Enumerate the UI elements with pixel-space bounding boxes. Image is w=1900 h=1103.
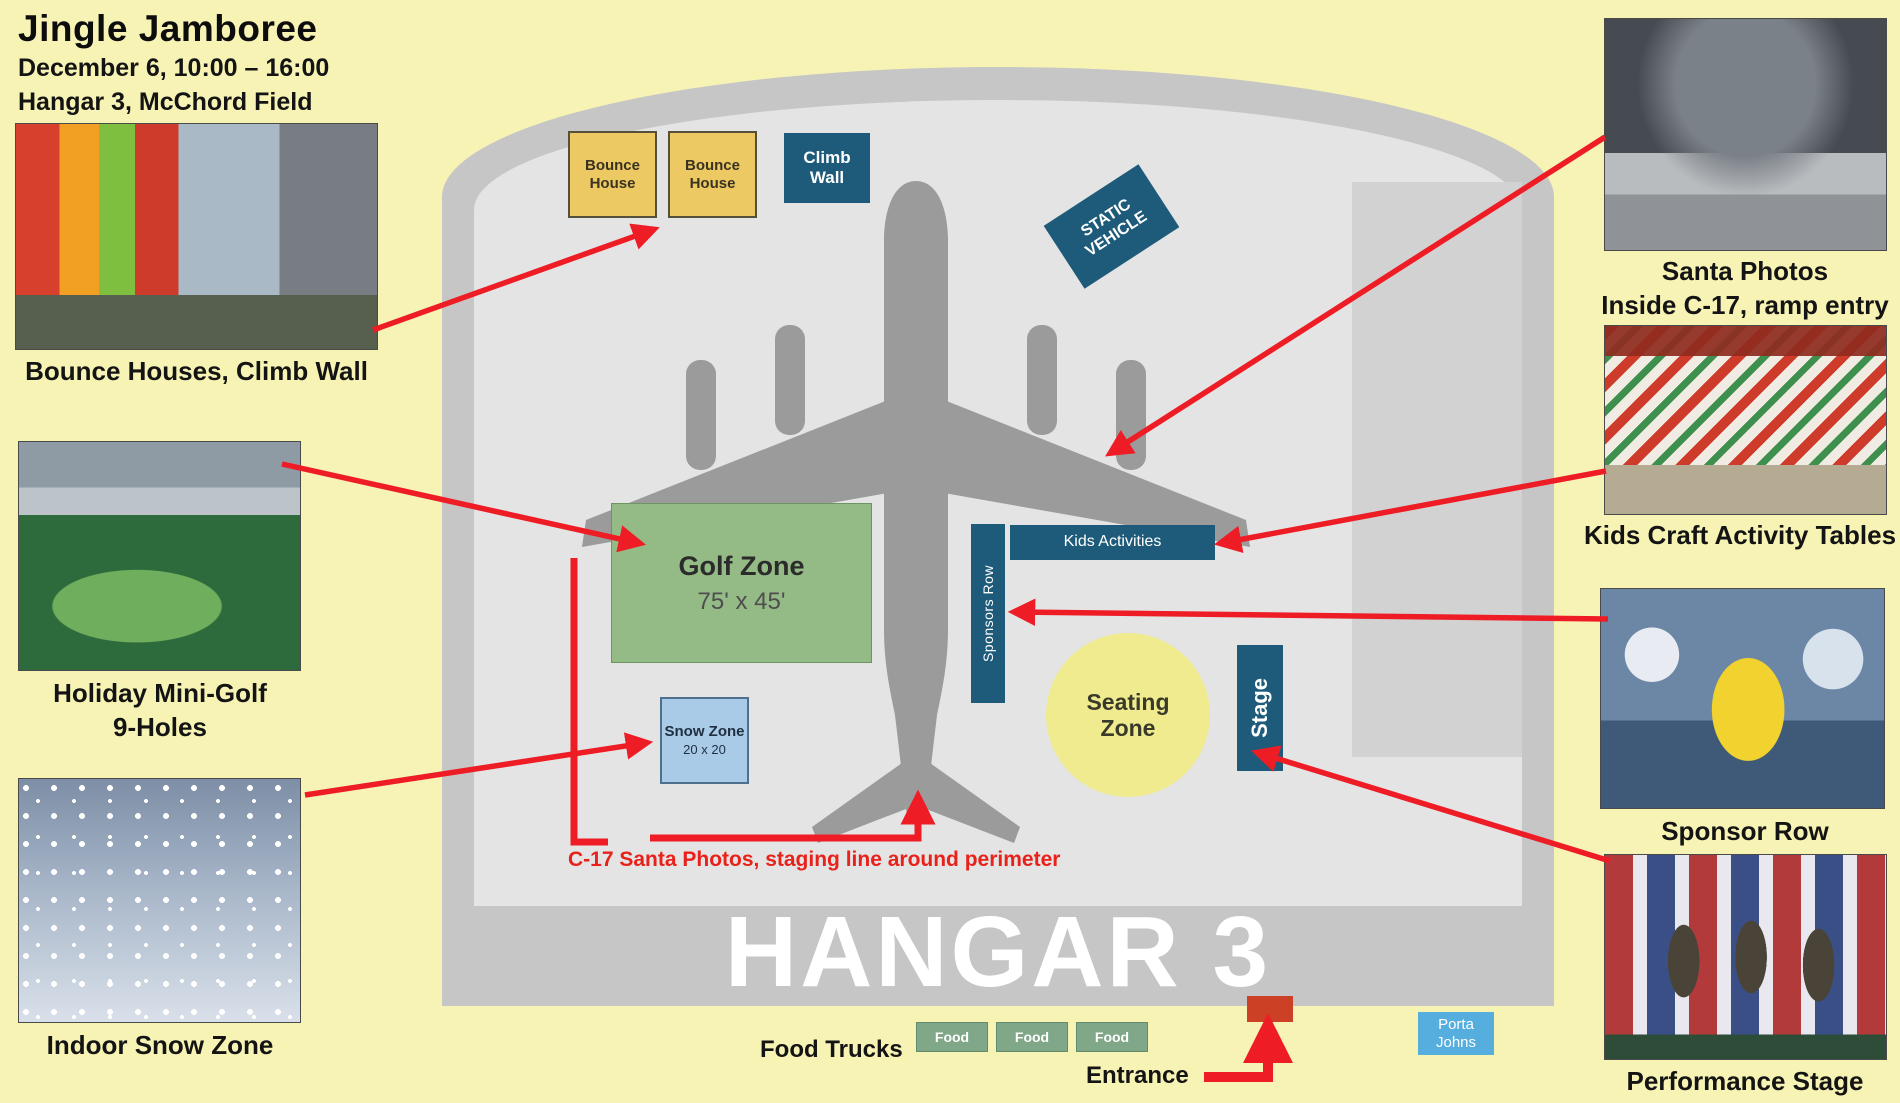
santa-photos-caption-1: Santa Photos — [1661, 256, 1829, 286]
engine-left-outer — [686, 360, 716, 470]
engine-left-inner — [775, 325, 805, 435]
event-title: Jingle Jamboree — [18, 8, 318, 49]
stabilizer-right — [926, 763, 1020, 843]
santa-photos-photo — [1604, 18, 1887, 251]
snow-zone-caption: Indoor Snow Zone — [46, 1030, 274, 1060]
hangar-label: HANGAR 3 — [724, 895, 1272, 1008]
zone-sponsors-row-label: Sponsors Row — [979, 564, 996, 663]
food-trucks-label: Food Trucks — [760, 1036, 903, 1063]
entrance-marker — [1247, 996, 1293, 1022]
entrance-label: Entrance — [1086, 1062, 1189, 1089]
zone-bounce-house-1-label: Bounce House — [584, 157, 640, 192]
mini-golf-caption-1: Holiday Mini-Golf — [53, 678, 267, 708]
zone-seating-label: Seating Zone — [1086, 688, 1170, 741]
zone-bounce-house-2-label: Bounce House — [684, 157, 740, 192]
porta-johns: Porta Johns — [1418, 1012, 1494, 1055]
stabilizer-left — [812, 763, 906, 843]
food-truck-3: Food — [1076, 1022, 1148, 1052]
zone-climb-wall: Climb Wall — [784, 133, 870, 203]
kids-crafts-caption: Kids Craft Activity Tables — [1583, 520, 1897, 550]
porta-johns-label: Porta Johns — [1435, 1016, 1477, 1051]
zone-kids-activities-label: Kids Activities — [1063, 533, 1162, 551]
zone-bounce-house-1: Bounce House — [568, 131, 657, 218]
mini-golf-caption-2: 9-Holes — [113, 712, 207, 742]
food-truck-1-label: Food — [934, 1028, 970, 1045]
event-date: December 6, 10:00 – 16:00 — [18, 54, 330, 82]
zone-golf-title: Golf Zone — [678, 550, 805, 581]
engine-right-inner — [1027, 325, 1057, 435]
entrance-arrow — [1204, 1013, 1293, 1082]
sponsor-row-caption: Sponsor Row — [1661, 816, 1829, 846]
bounce-houses-caption: Bounce Houses, Climb Wall — [25, 356, 368, 386]
fuselage — [884, 181, 948, 817]
zone-stage-label: Stage — [1247, 678, 1273, 738]
mini-golf-photo — [18, 441, 301, 671]
zone-snow-size: 20 x 20 — [683, 741, 726, 757]
food-truck-1: Food — [916, 1022, 988, 1052]
food-truck-2: Food — [996, 1022, 1068, 1052]
zone-seating: Seating Zone — [1046, 633, 1210, 797]
zone-golf-size: 75' x 45' — [697, 587, 786, 615]
santa-photos-caption-2: Inside C-17, ramp entry — [1601, 290, 1889, 320]
engine-right-outer — [1116, 360, 1146, 470]
performance-stage-photo — [1604, 854, 1887, 1060]
food-truck-3-label: Food — [1094, 1028, 1130, 1045]
performance-stage-caption: Performance Stage — [1626, 1066, 1864, 1096]
zone-stage: Stage — [1237, 645, 1283, 771]
hangar-annex — [1352, 182, 1522, 757]
zone-snow: Snow Zone 20 x 20 — [660, 697, 749, 784]
zone-sponsors-row: Sponsors Row — [971, 524, 1005, 703]
zone-kids-activities: Kids Activities — [1010, 525, 1215, 560]
kids-crafts-photo — [1604, 325, 1887, 515]
sponsor-row-photo — [1600, 588, 1885, 809]
zone-climb-wall-label: Climb Wall — [803, 148, 851, 187]
zone-golf: Golf Zone 75' x 45' — [611, 503, 872, 663]
right-wing — [944, 400, 1250, 547]
zone-snow-title: Snow Zone — [664, 723, 745, 741]
snow-zone-photo — [18, 778, 301, 1023]
staging-line-note: C-17 Santa Photos, staging line around p… — [568, 848, 1061, 871]
bounce-houses-photo — [15, 123, 378, 350]
food-truck-2-label: Food — [1014, 1028, 1050, 1045]
event-location: Hangar 3, McChord Field — [18, 88, 313, 116]
zone-bounce-house-2: Bounce House — [668, 131, 757, 218]
